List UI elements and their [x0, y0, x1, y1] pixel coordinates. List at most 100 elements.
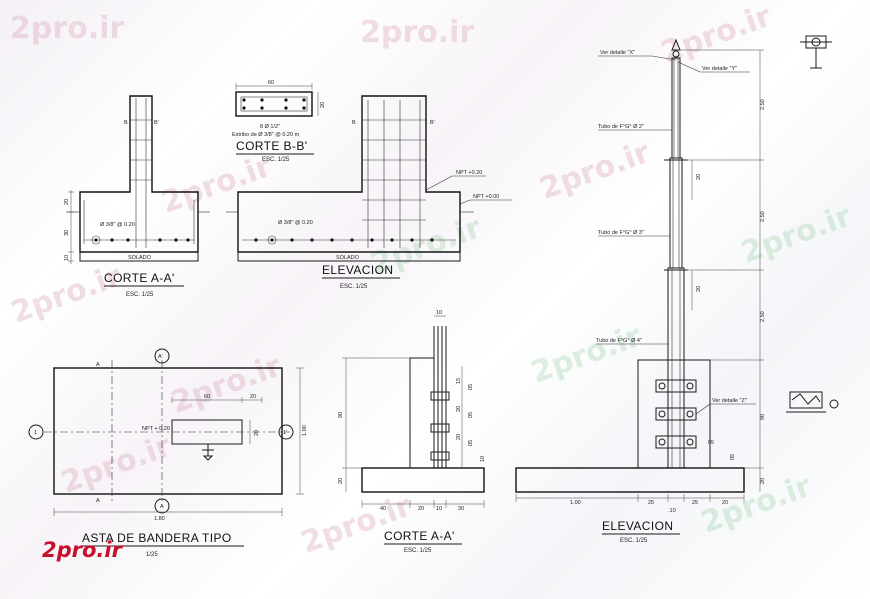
svg-text:10: 10: [436, 506, 442, 512]
section-b-prime-label: B': [430, 120, 435, 126]
svg-text:1.00: 1.00: [570, 500, 581, 506]
rebar-count-label: 8 Ø 1/2": [260, 124, 280, 130]
detail-symbol-top-right: [800, 35, 832, 69]
rebar-label: Ø 3/8" @ 0.20: [100, 222, 135, 228]
svg-text:20: 20: [722, 500, 728, 506]
svg-text:25: 25: [692, 500, 698, 506]
bracket: [430, 391, 450, 401]
pole-brackets: [655, 379, 697, 449]
title-elevacion-right: ELEVACION: [602, 519, 673, 533]
watermark-text: 2pro.ir: [527, 319, 647, 391]
svg-text:2.50: 2.50: [760, 211, 766, 222]
svg-text:1.80: 1.80: [154, 516, 165, 522]
svg-text:15: 15: [456, 378, 462, 384]
watermark-text: 2pro.ir: [10, 11, 124, 46]
svg-text:20: 20: [254, 430, 260, 436]
title-elevacion-top: ELEVACION: [322, 263, 393, 277]
corte-bb-section: 60 20 8 Ø 1/2" Estribo de Ø 3/8" @ 0.20 …: [232, 80, 326, 163]
svg-text:A': A': [158, 354, 163, 360]
elevacion-top-section: B B' Ø 3/8" @ 0.20 SOLADO NPT +0.20 NPT …: [226, 95, 512, 290]
svg-text:10: 10: [480, 456, 486, 462]
svg-text:20: 20: [760, 478, 766, 484]
svg-text:05: 05: [468, 384, 474, 390]
tube-2-label: Tubo de F°G° Ø 2": [598, 124, 644, 130]
rebar-marker: [267, 235, 277, 245]
section-a-mark: A: [96, 362, 100, 368]
scale-label: ESC. 1/25: [262, 157, 290, 163]
section-b-label: B: [124, 120, 128, 126]
npt-plan-label: NPT + 0.20: [142, 426, 170, 432]
tube-4in: [667, 267, 685, 469]
elevacion-flagpole-section: Ver detalle "X" Ver detalle "Y" Tubo de …: [515, 38, 766, 544]
svg-text:20: 20: [418, 506, 424, 512]
section-a-mark: A: [96, 498, 100, 504]
tube-4-label: Tubo de F°G° Ø 4": [596, 338, 642, 344]
tube-3in: [669, 157, 683, 269]
svg-text:20: 20: [338, 478, 344, 484]
npt-020-label: NPT +0.20: [456, 170, 482, 176]
svg-text:1.00: 1.00: [302, 425, 308, 436]
solado-layer: [237, 251, 461, 262]
footing-elevation: [515, 467, 745, 493]
bracket: [430, 451, 450, 461]
solado-layer: [79, 251, 199, 262]
corte-aa-bottom-section: 10 90 20 15 05 20 05 20 05 10 40 20 10 3…: [338, 310, 486, 554]
svg-text:60: 60: [268, 80, 274, 86]
scale-label: ESC. 1/25: [126, 292, 154, 298]
watermark-text: 2pro.ir: [7, 259, 127, 331]
solado-label: SOLADO: [128, 255, 152, 261]
title-asta-bandera: ASTA DE BANDERA TIPO: [82, 531, 232, 545]
watermark-text: 2pro.ir: [697, 469, 817, 541]
svg-text:05: 05: [468, 440, 474, 446]
watermark-text: 2pro.ir: [737, 199, 857, 271]
title-corte-bb: CORTE B-B': [236, 139, 307, 153]
tube-3-label: Tubo de F°G° Ø 3": [598, 230, 644, 236]
svg-text:40: 40: [380, 506, 386, 512]
svg-text:05: 05: [468, 412, 474, 418]
pole-base-symbol: [202, 444, 214, 461]
svg-text:25: 25: [648, 500, 654, 506]
footing-outline: [79, 95, 199, 253]
axis-bubble: [28, 424, 44, 440]
svg-text:1': 1': [283, 430, 287, 436]
svg-text:10: 10: [436, 310, 442, 316]
svg-text:05: 05: [708, 440, 714, 446]
svg-text:20: 20: [456, 434, 462, 440]
watermark-text: 2pro.ir: [57, 429, 177, 501]
title-corte-aa-top: CORTE A-A': [104, 271, 175, 285]
section-b-label: B: [352, 120, 356, 126]
column-section: [235, 91, 313, 117]
svg-text:A: A: [160, 504, 164, 510]
svg-text:30: 30: [64, 230, 70, 236]
npt-000-label: NPT +0.00: [473, 194, 499, 200]
svg-text:20: 20: [696, 286, 702, 292]
svg-text:60: 60: [204, 394, 210, 400]
svg-text:1: 1: [34, 430, 37, 436]
detail-y-callout: Ver detalle "Y": [702, 66, 737, 72]
finial: [671, 38, 681, 51]
bracket: [430, 423, 450, 433]
detail-x-callout: Ver detalle "X": [600, 50, 635, 56]
svg-text:10: 10: [64, 255, 70, 261]
detail-z-callout: Ver detalle "Z": [712, 398, 747, 404]
scale-label: 1/25: [146, 552, 158, 558]
svg-text:20: 20: [696, 174, 702, 180]
svg-text:2.50: 2.50: [760, 99, 766, 110]
svg-text:20: 20: [64, 199, 70, 205]
rebar-marker: [91, 235, 101, 245]
dimension-chain-left: 20 30 10: [64, 190, 74, 264]
svg-text:2.50: 2.50: [760, 311, 766, 322]
watermark-text: 2pro.ir: [157, 149, 277, 221]
footing-section: [361, 467, 485, 493]
axis-bubble: [154, 348, 170, 364]
section-b-prime-label: B': [154, 120, 159, 126]
watermark-text: 2pro.ir: [167, 349, 287, 421]
pedestal-elevation: [637, 359, 711, 469]
watermark-text: 2pro.ir: [535, 135, 655, 207]
plan-view-section: A A A' A 1 1' NPT + 0.20 60 20 20 1.00 1…: [28, 348, 308, 558]
scale-label: ESC. 1/25: [620, 538, 648, 544]
axis-bubble: [154, 498, 170, 514]
pole-cap: [672, 50, 680, 58]
